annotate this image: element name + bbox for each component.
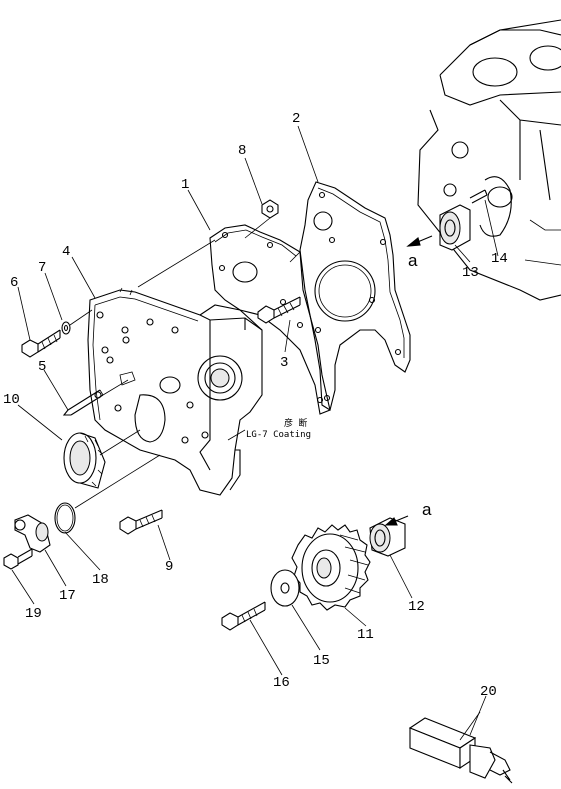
coating-note-kanji: 彦 断 xyxy=(284,417,307,429)
callout-1: 1 xyxy=(181,177,189,193)
callout-13: 13 xyxy=(462,265,479,281)
callout-19: 19 xyxy=(25,606,42,622)
view-marker-upper: a xyxy=(408,251,418,270)
part-14-dowel xyxy=(469,189,488,204)
callout-11: 11 xyxy=(357,627,374,643)
callout-16: 16 xyxy=(273,675,290,691)
part-15-washer xyxy=(270,569,300,607)
callout-5: 5 xyxy=(38,359,46,375)
coating-note-text: LG-7 Coating xyxy=(246,430,311,440)
view-arrow-a-upper: a xyxy=(406,235,433,270)
part-7-washer xyxy=(61,309,93,335)
engine-block xyxy=(417,19,561,301)
part-12-bushing xyxy=(369,517,406,557)
callout-12: 12 xyxy=(408,599,425,615)
part-17-fitting xyxy=(14,514,51,553)
part-9-bolt xyxy=(119,509,163,535)
callout-labels: 1 2 3 4 5 6 7 8 9 10 11 12 13 14 15 16 1… xyxy=(3,111,508,700)
callout-18: 18 xyxy=(92,572,109,588)
callout-8: 8 xyxy=(238,143,246,159)
callout-6: 6 xyxy=(10,275,18,291)
part-16-bolt xyxy=(221,601,266,631)
part-5-pin xyxy=(62,379,129,416)
part-18-o-ring xyxy=(54,454,161,534)
callout-4: 4 xyxy=(62,244,70,260)
part-4-front-cover xyxy=(87,287,263,496)
part-11-gear xyxy=(291,524,371,611)
part-8-nut xyxy=(244,199,279,239)
callout-7: 7 xyxy=(38,260,46,276)
callout-20: 20 xyxy=(480,684,497,700)
part-2-gasket xyxy=(299,181,411,411)
callout-10: 10 xyxy=(3,392,20,408)
view-arrow-a-lower: a xyxy=(384,500,432,526)
callout-9: 9 xyxy=(165,559,173,575)
coating-note: 彦 断 LG-7 Coating xyxy=(227,417,311,441)
callout-15: 15 xyxy=(313,653,330,669)
view-marker-lower: a xyxy=(422,500,432,519)
part-19-bolt xyxy=(3,548,33,570)
leader-lines xyxy=(11,125,499,736)
callout-3: 3 xyxy=(280,355,288,371)
callout-2: 2 xyxy=(292,111,300,127)
callout-14: 14 xyxy=(491,251,508,267)
part-10-oil-seal xyxy=(63,429,141,489)
part-3-bolt xyxy=(257,296,301,324)
part-6-bolt xyxy=(21,329,61,358)
part-1-gasket xyxy=(137,224,331,415)
callout-17: 17 xyxy=(59,588,76,604)
part-20-tool xyxy=(408,711,513,784)
part-13-bushing xyxy=(439,204,471,251)
